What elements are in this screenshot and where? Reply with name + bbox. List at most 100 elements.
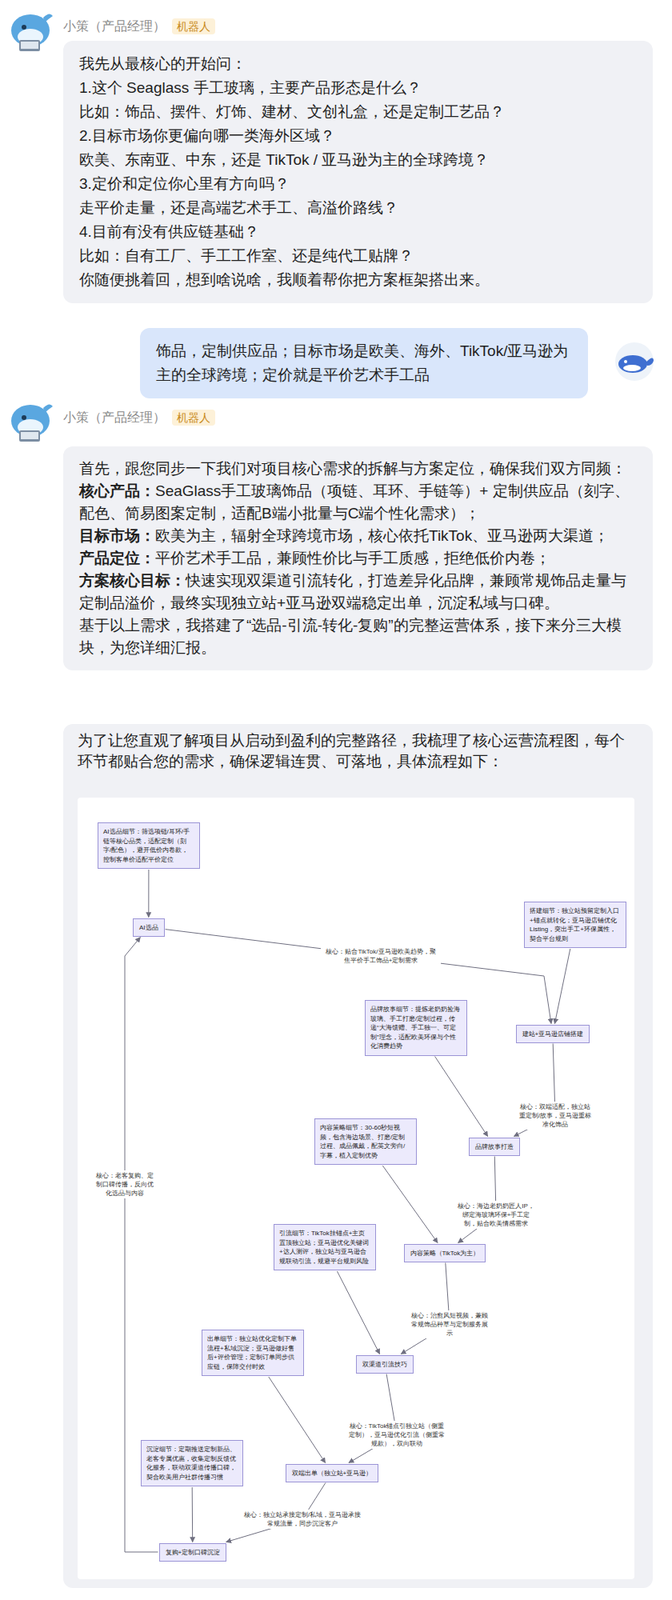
text-line: 首先，跟您同步一下我们对项目核心需求的拆解与方案定位，确保我们双方同频： — [79, 457, 637, 480]
body-text: 为了让您直观了解项目从启动到盈利的完整路径，我梳理了核心运营流程图，每个环节都贴… — [77, 732, 625, 770]
text-line: 欧美、东南亚、中东，还是 TikTok / 亚马逊为主的全球跨境？ — [79, 148, 637, 172]
body-text: SeaGlass手工玻璃饰品（项链、耳环、手链等）+ 定制供应品（刻字、配色、简… — [79, 482, 630, 522]
flow-connector — [192, 1487, 194, 1543]
body-text: 平价艺术手工品，兼顾性价比与手工质感，拒绝低价内卷； — [155, 549, 551, 567]
flow-connector — [458, 1156, 496, 1244]
text-line: 比如：饰品、摆件、灯饰、建材、文创礼盒，还是定制工艺品？ — [79, 100, 637, 124]
process-box: 建站+亚马逊店铺搭建 — [516, 1024, 591, 1044]
text-line: 内容策略（TikTok为主） — [410, 1248, 480, 1258]
body-text: AI选品细节：筛选项链/耳环/手链等核心品类，适配定制（刻字/配色），避开低价内… — [103, 828, 190, 864]
text-line: 出单细节：独立站优化定制下单流程+私域沉淀；亚马逊做好售后+评价管理；定制订单同… — [207, 1334, 299, 1372]
flow-connector — [148, 869, 149, 918]
user-avatar — [612, 341, 657, 382]
detail-box: 内容策略细节：30-60秒短视频，包含海边场景、打磨/定制过程、成品佩戴，配英文… — [314, 1118, 417, 1165]
text-line: AI选品细节：筛选项链/耳环/手链等核心品类，适配定制（刻字/配色），避开低价内… — [103, 827, 195, 864]
body-text: 出单细节：独立站优化定制下单流程+私域沉淀；亚马逊做好售后+评价管理；定制订单同… — [207, 1335, 297, 1371]
body-text: 2.目标市场你更偏向哪一类海外区域？ — [79, 127, 336, 144]
detail-box: 沉淀细节：定期推送定制新品、老客专属优惠，收集定制反馈优化服务，联动双渠道传播口… — [140, 1440, 244, 1487]
text-line: 基于以上需求，我搭建了“选品-引流-转化-复购”的完整运营体系，接下来分三大模块… — [79, 614, 637, 660]
chat-bubble: 为了让您直观了解项目从启动到盈利的完整路径，我梳理了核心运营流程图，每个环节都贴… — [63, 724, 653, 1588]
text-line: 饰品，定制供应品；目标市场是欧美、海外、TikTok/亚马逊为主的全球跨境；定价… — [156, 339, 572, 388]
text-line: 为了让您直观了解项目从启动到盈利的完整路径，我梳理了核心运营流程图，每个环节都贴… — [77, 730, 639, 772]
text-line: 复购+定制口碑沉淀 — [165, 1548, 221, 1557]
body-text: 1.这个 Seaglass 手工玻璃，主要产品形态是什么？ — [79, 79, 422, 96]
flow-connector — [336, 1271, 380, 1355]
body-text: 搭建细节：独立站预留定制入口+锚点就转化；亚马逊店铺优化Listing，突出手工… — [529, 907, 620, 943]
text-line: 方案核心目标：快速实现双渠道引流转化，打造差异化品牌，兼顾常规饰品走量与定制品溢… — [79, 569, 637, 615]
text-line: 2.目标市场你更偏向哪一类海外区域？ — [79, 124, 637, 148]
body-text: 我先从最核心的开始问： — [79, 55, 247, 72]
body-text: 饰品，定制供应品；目标市场是欧美、海外、TikTok/亚马逊为主的全球跨境；定价… — [156, 342, 568, 384]
body-text: 基于以上需求，我搭建了“选品-引流-转化-复购”的完整运营体系，接下来分三大模块… — [79, 616, 622, 656]
text-line: AI选品 — [139, 923, 159, 932]
flow-connector — [400, 1263, 450, 1355]
text-line: 建站+亚马逊店铺搭建 — [522, 1029, 584, 1039]
process-box: 复购+定制口碑沉淀 — [159, 1543, 228, 1562]
body-text: 你随便挑着回，想到啥说啥，我顺着帮你把方案框架搭出来。 — [79, 271, 490, 288]
body-text: 走平价走量，还是高端艺术手工、高溢价路线？ — [79, 199, 399, 216]
bold-heading: 产品定位： — [79, 549, 156, 567]
body-text: 沉淀细节：定期推送定制新品、老客专属优惠，收集定制反馈优化服务，联动双渠道传播口… — [146, 1445, 236, 1481]
text-line: 3.定价和定位你心里有方向吗？ — [79, 172, 637, 196]
text-line: 搭建细节：独立站预留定制入口+锚点就转化；亚马逊店铺优化Listing，突出手工… — [529, 906, 621, 944]
body-text: 首先，跟您同步一下我们对项目核心需求的拆解与方案定位，确保我们双方同频： — [79, 460, 627, 477]
text-line: 目标市场：欧美为主，辐射全球跨境市场，核心依托TikTok、亚马逊两大渠道； — [79, 524, 637, 548]
body-text: 内容策略细节：30-60秒短视频，包含海边场景、打磨/定制过程、成品佩戴，配英文… — [320, 1124, 405, 1160]
text-line: 我先从最核心的开始问： — [79, 52, 637, 76]
bot-avatar — [8, 9, 55, 55]
body-text: 比如：自有工厂、手工工作室、还是纯代工贴牌？ — [79, 247, 414, 264]
edge-label: 核心：贴合TikTok/亚马逊欧美趋势，聚焦平价手工饰品+定制需求 — [320, 946, 441, 966]
edge-label: 核心：海边老奶奶匠人IP，绑定海玻璃环保+手工定制，贴合欧美情感需求 — [454, 1200, 539, 1229]
detail-box: 品牌故事细节：提炼老奶奶捡海玻璃、手工打磨/定制过程，传递“大海馈赠、手工独一、… — [364, 1000, 468, 1056]
body-text: 引流细节：TikTok挂锚点+主页置顶独立站；亚马逊优化关键词+达人测评，独立站… — [279, 1229, 369, 1265]
body-text: 3.定价和定位你心里有方向吗？ — [79, 175, 290, 192]
process-box: 内容策略（TikTok为主） — [404, 1244, 487, 1263]
detail-box: 出单细节：独立站优化定制下单流程+私域沉淀；亚马逊做好售后+评价管理；定制订单同… — [201, 1329, 304, 1376]
edge-label: 核心：治愈风短视频，兼顾常规饰品种草与定制服务展示 — [408, 1310, 492, 1339]
flow-connector — [554, 948, 570, 1024]
sender-name: 小策（产品经理） — [63, 408, 166, 427]
process-box: 双渠道引流技巧 — [356, 1355, 414, 1374]
flow-connector — [382, 1165, 438, 1244]
body-text: 建站+亚马逊店铺搭建 — [522, 1030, 584, 1038]
bot-avatar — [8, 400, 55, 445]
process-box: 双端出单（独立站+亚马逊） — [285, 1464, 380, 1483]
text-line: 双渠道引流技巧 — [362, 1360, 408, 1369]
bot-tag: 机器人 — [172, 18, 216, 35]
body-text: 内容策略（TikTok为主） — [410, 1249, 480, 1257]
chat-bubble: 首先，跟您同步一下我们对项目核心需求的拆解与方案定位，确保我们双方同频： 核心产品… — [63, 446, 653, 671]
detail-box: AI选品细节：筛选项链/耳环/手链等核心品类，适配定制（刻字/配色），避开低价内… — [97, 822, 200, 869]
body-text: 欧美、东南亚、中东，还是 TikTok / 亚马逊为主的全球跨境？ — [79, 151, 489, 168]
bold-heading: 目标市场： — [79, 527, 156, 544]
text-line: 比如：自有工厂、手工工作室、还是纯代工贴牌？ — [79, 244, 637, 268]
detail-box: 引流细节：TikTok挂锚点+主页置顶独立站；亚马逊优化关键词+达人测评，独立站… — [273, 1224, 376, 1271]
chat-bubble: 我先从最核心的开始问： 1.这个 Seaglass 手工玻璃，主要产品形态是什么？… — [63, 40, 653, 304]
process-box: 品牌故事打造 — [468, 1137, 520, 1156]
body-text: 品牌故事细节：提炼老奶奶捡海玻璃、手工打磨/定制过程，传递“大海馈赠、手工独一、… — [370, 1005, 460, 1050]
body-text: 双端出单（独立站+亚马逊） — [292, 1469, 373, 1477]
body-text: 双渠道引流技巧 — [362, 1360, 408, 1368]
text-line: 内容策略细节：30-60秒短视频，包含海边场景、打磨/定制过程、成品佩戴，配英文… — [320, 1123, 412, 1160]
bold-heading: 核心产品： — [79, 482, 156, 500]
bot-tag: 机器人 — [172, 409, 216, 426]
process-box: AI选品 — [132, 918, 165, 937]
flow-connector — [348, 1374, 397, 1464]
flow-connector — [435, 1056, 488, 1137]
text-line: 品牌故事细节：提炼老奶奶捡海玻璃、手工打磨/定制过程，传递“大海馈赠、手工独一、… — [370, 1004, 462, 1052]
edge-label: 核心：TikTok锚点引独立站（侧重定制），亚马逊优化引流（侧重常规款），双向联… — [344, 1420, 449, 1449]
text-line: 走平价走量，还是高端艺术手工、高溢价路线？ — [79, 196, 637, 220]
bold-heading: 方案核心目标： — [79, 572, 186, 589]
body-text: 复购+定制口碑沉淀 — [165, 1548, 221, 1556]
body-text: 欧美为主，辐射全球跨境市场，核心依托TikTok、亚马逊两大渠道； — [155, 527, 609, 544]
text-line: 1.这个 Seaglass 手工玻璃，主要产品形态是什么？ — [79, 76, 637, 100]
text-line: 产品定位：平价艺术手工品，兼顾性价比与手工质感，拒绝低价内卷； — [79, 547, 637, 570]
text-line: 核心产品：SeaGlass手工玻璃饰品（项链、耳环、手链等）+ 定制供应品（刻字… — [79, 480, 637, 525]
body-text: AI选品 — [139, 924, 159, 932]
detail-box: 搭建细节：独立站预留定制入口+锚点就转化；亚马逊店铺优化Listing，突出手工… — [524, 901, 627, 948]
text-line: 4.目前有没有供应链基础？ — [79, 220, 637, 244]
text-line: 双端出单（独立站+亚马逊） — [292, 1468, 373, 1478]
edge-label: 核心：独立站承接定制/私域，亚马逊承接常规流量，同步沉淀客户 — [238, 1509, 367, 1529]
flow-connector — [268, 1376, 326, 1464]
text-line: 你随便挑着回，想到啥说啥，我顺着帮你把方案框架搭出来。 — [79, 268, 637, 292]
body-text: 品牌故事打造 — [475, 1143, 514, 1151]
